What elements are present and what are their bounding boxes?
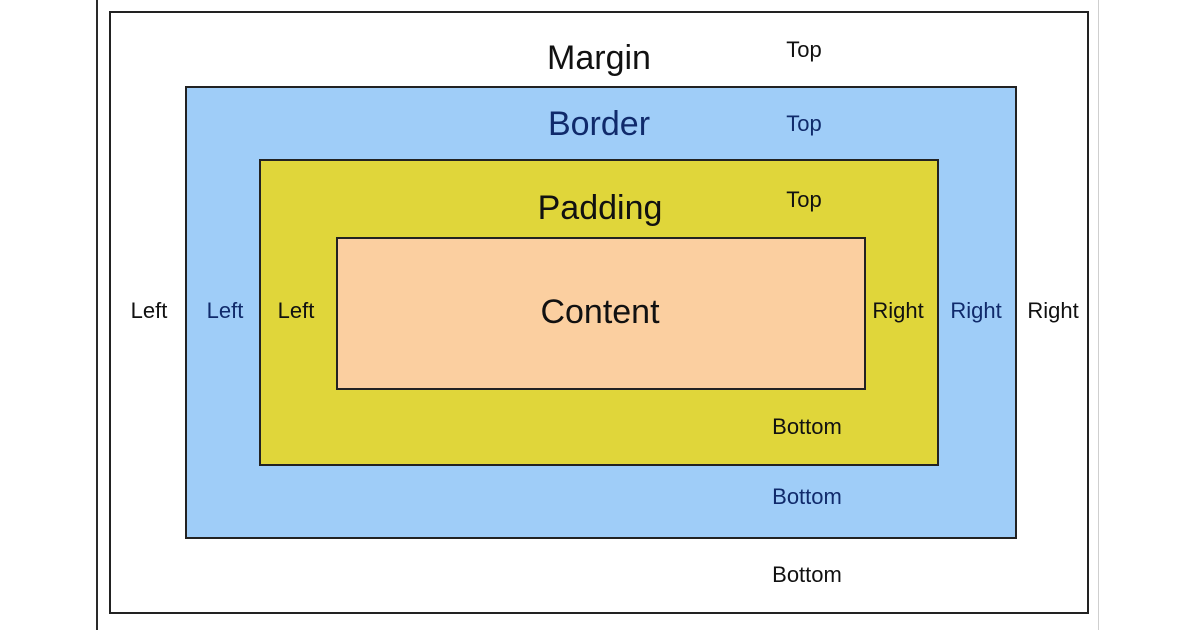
- content-title: Content: [540, 293, 660, 331]
- border-title: Border: [547, 105, 651, 143]
- border-bottom-label: Bottom: [772, 484, 842, 509]
- border-left-label: Left: [206, 298, 244, 323]
- margin-left-label: Left: [130, 298, 168, 323]
- margin-right-label: Right: [1027, 298, 1079, 323]
- padding-top-label: Top: [786, 187, 822, 212]
- border-right-label: Right: [950, 298, 1002, 323]
- content-box: [336, 237, 866, 390]
- margin-top-label: Top: [786, 37, 822, 62]
- page-right-rule: [1098, 0, 1099, 630]
- padding-left-label: Left: [277, 298, 315, 323]
- padding-bottom-label: Bottom: [772, 414, 842, 439]
- padding-title: Padding: [537, 189, 663, 227]
- margin-bottom-label: Bottom: [772, 562, 842, 587]
- padding-right-label: Right: [872, 298, 924, 323]
- page-left-rule: [96, 0, 98, 630]
- margin-title: Margin: [547, 39, 651, 77]
- border-top-label: Top: [786, 111, 822, 136]
